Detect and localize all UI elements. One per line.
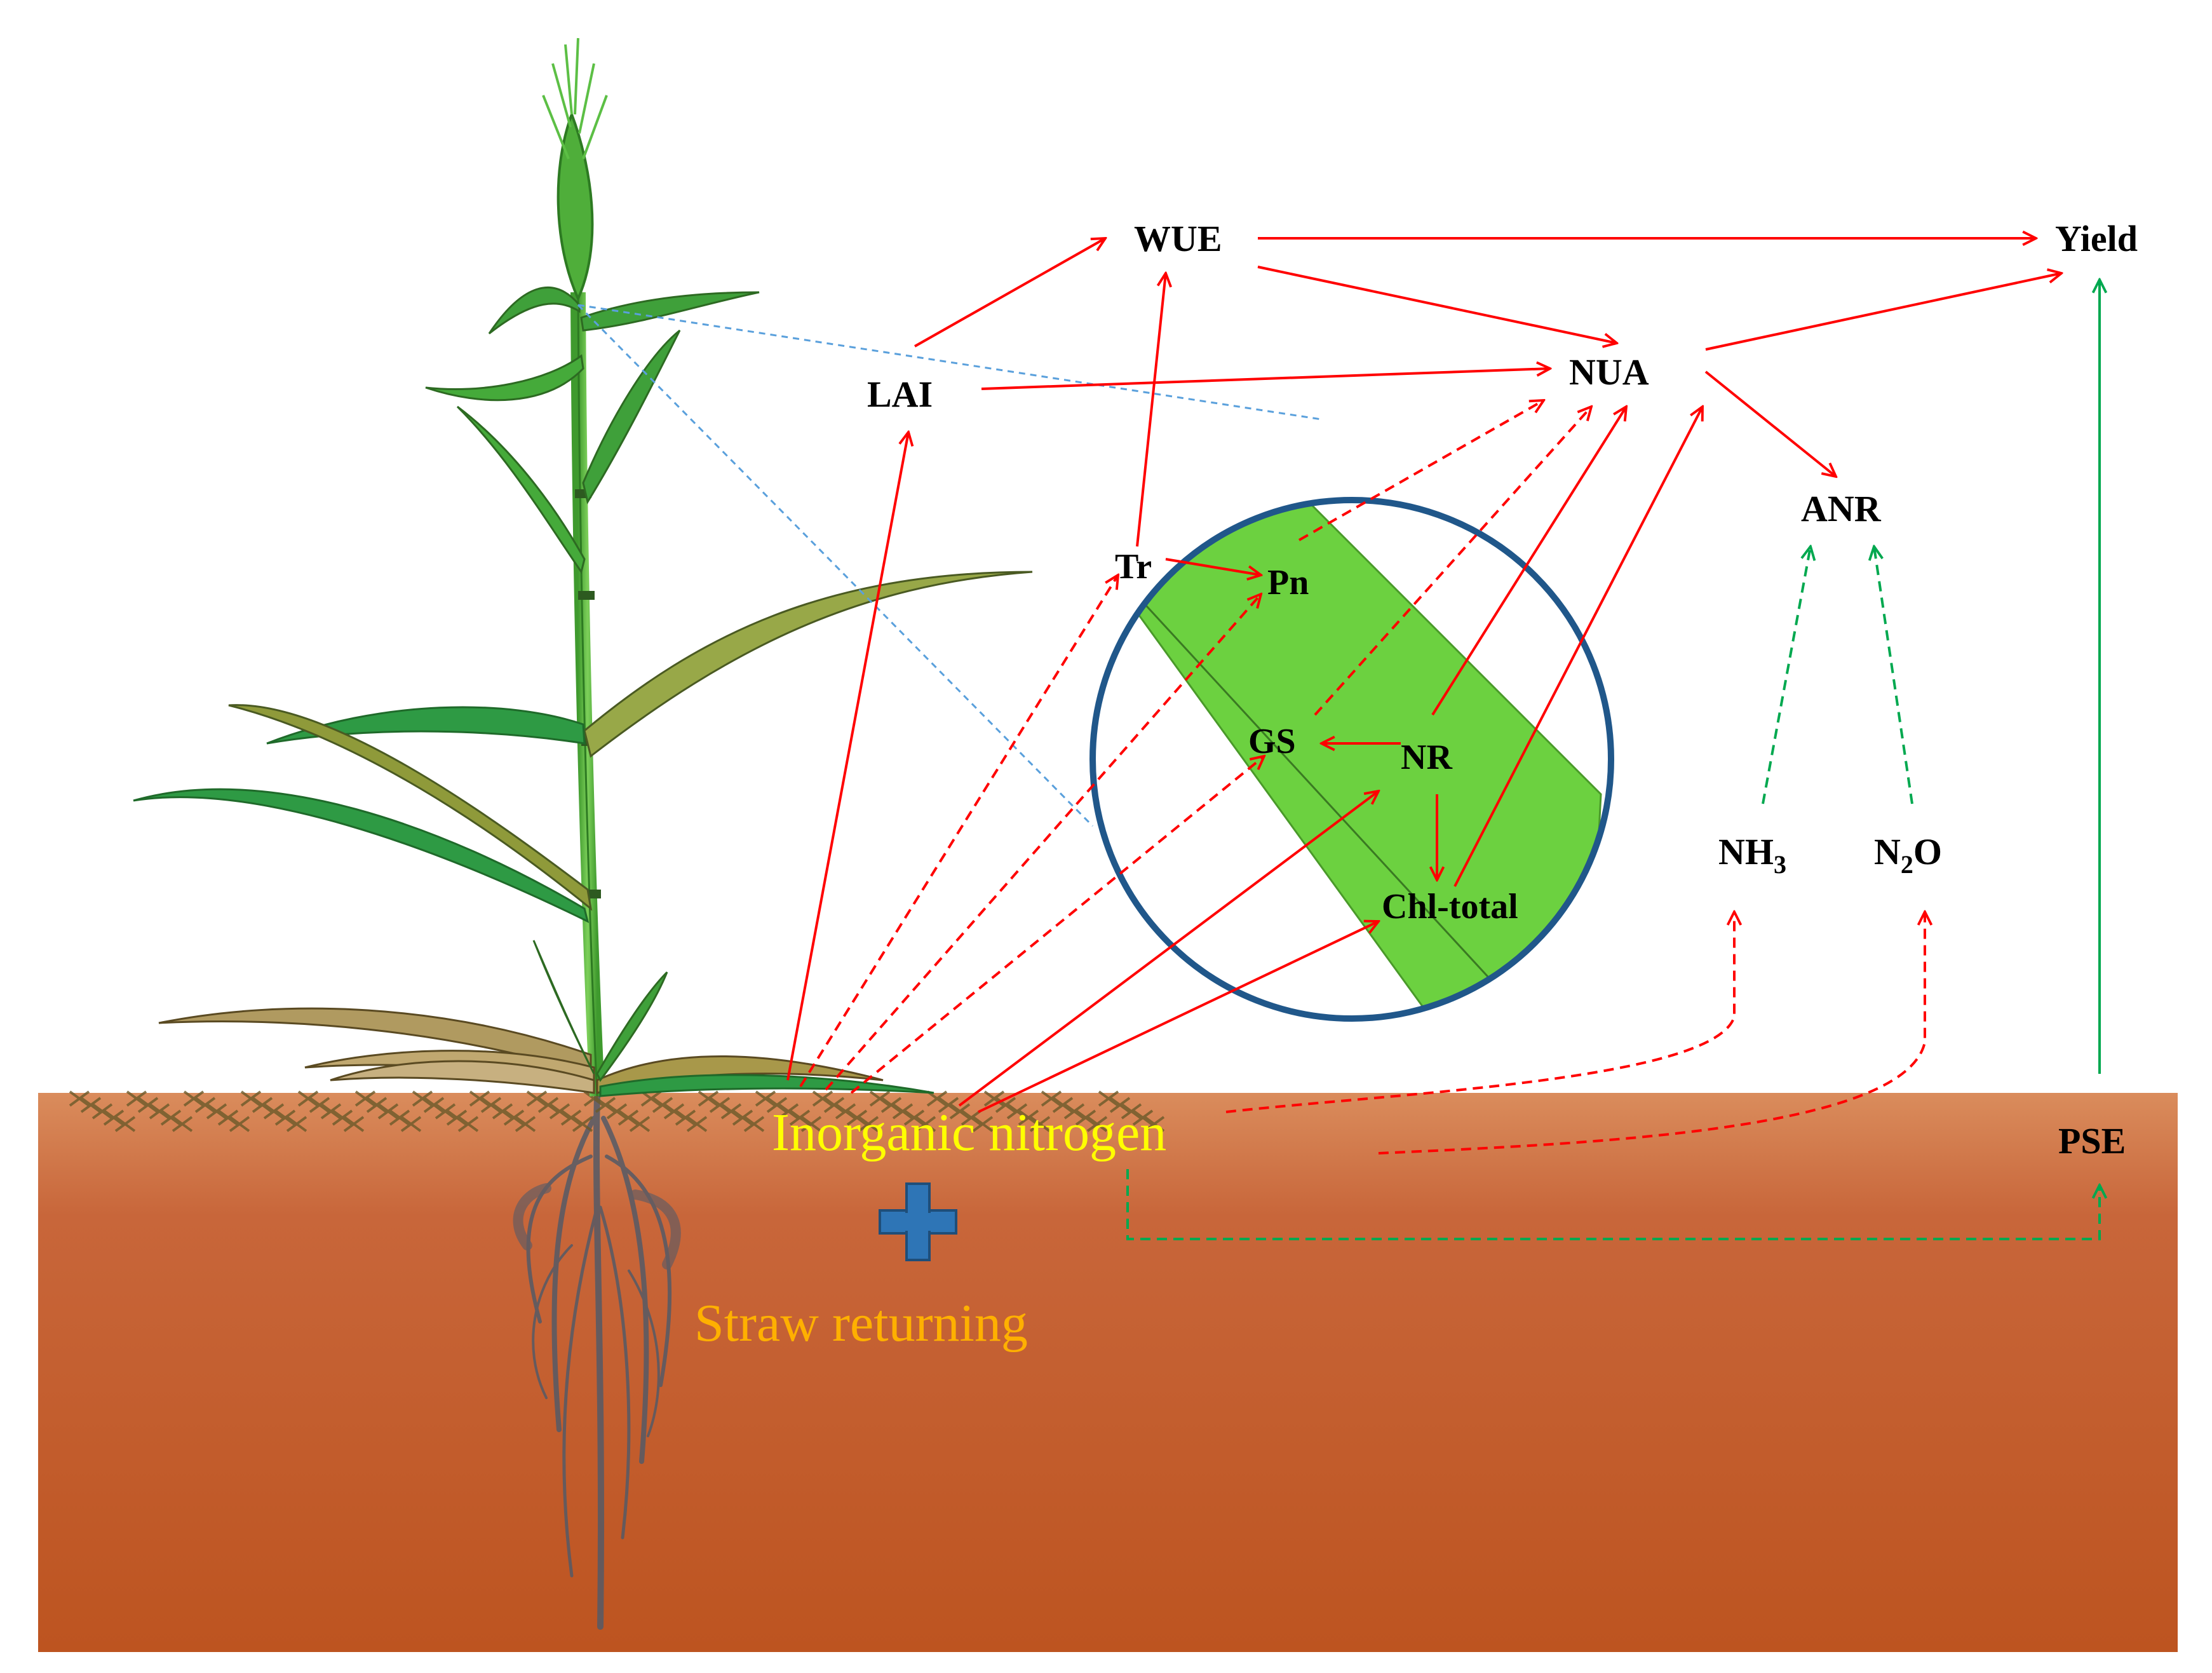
nh3-subscript: 3 <box>1774 850 1786 879</box>
dashed-soil-nh3 <box>1225 912 1734 1113</box>
dashed-gs-nua <box>1314 407 1591 716</box>
dashed-pn-nua <box>1298 400 1544 541</box>
green-dashed-arrows <box>1126 546 2100 1240</box>
leaf-zoom-disk <box>1089 497 1614 1022</box>
node-pn: Pn <box>1267 563 1309 602</box>
node-nr: NR <box>1401 738 1452 777</box>
wheat-plant <box>133 37 1033 1097</box>
node-gs: GS <box>1248 722 1296 761</box>
arrow-nr-nua <box>1431 407 1626 716</box>
straw-mulch <box>69 1090 1165 1132</box>
n2o-subscript: 2 <box>1901 850 1913 879</box>
dashed-soil-n2o <box>1378 912 1925 1155</box>
dashed-soil-pse <box>1126 1169 2100 1240</box>
arrow-nua-yield <box>1705 273 2061 351</box>
dashed-n2o-anr <box>1874 546 1913 804</box>
n2o-tail: O <box>1913 831 1942 872</box>
node-yield: Yield <box>2055 218 2138 259</box>
node-wue: WUE <box>1134 218 1222 259</box>
arrow-nua-anr <box>1704 370 1836 477</box>
arrow-wue-nua <box>1257 266 1617 343</box>
arrow-lai-wue <box>914 238 1105 348</box>
red-solid-arrows <box>786 238 2061 1113</box>
nh3-base: NH <box>1718 831 1774 872</box>
arrow-soil-chl <box>978 921 1379 1113</box>
arrow-tr-wue <box>1136 273 1166 547</box>
arrow-soil-lai <box>786 432 908 1081</box>
node-n2o: N2O <box>1874 831 1942 879</box>
roots <box>513 1093 681 1630</box>
n2o-base: N <box>1874 831 1901 872</box>
inorganic-nitrogen-label: Inorganic nitrogen <box>772 1103 1166 1162</box>
straw-returning-label: Straw returning <box>694 1294 1028 1353</box>
dashed-soil-tr <box>799 575 1118 1088</box>
arrow-chl-nua <box>1453 407 1703 887</box>
arrow-lai-nua <box>981 369 1550 390</box>
node-pse: PSE <box>2058 1120 2126 1162</box>
arrow-tr-pn <box>1165 558 1261 575</box>
soil-layer <box>38 1093 2178 1652</box>
node-nh3: NH3 <box>1718 831 1786 879</box>
node-anr: ANR <box>1801 488 1882 529</box>
node-chl-total: Chl-total <box>1382 887 1518 926</box>
arrow-soil-nr <box>958 791 1379 1107</box>
zoom-guide-lines <box>577 304 1322 827</box>
dashed-soil-gs <box>850 756 1264 1094</box>
plus-icon <box>879 1182 957 1261</box>
red-dashed-arrows <box>799 400 1925 1155</box>
dashed-nh3-anr <box>1762 546 1811 804</box>
node-tr: Tr <box>1115 547 1152 586</box>
node-nua: NUA <box>1569 351 1649 393</box>
dashed-soil-pn <box>825 594 1261 1091</box>
node-lai: LAI <box>867 374 933 415</box>
